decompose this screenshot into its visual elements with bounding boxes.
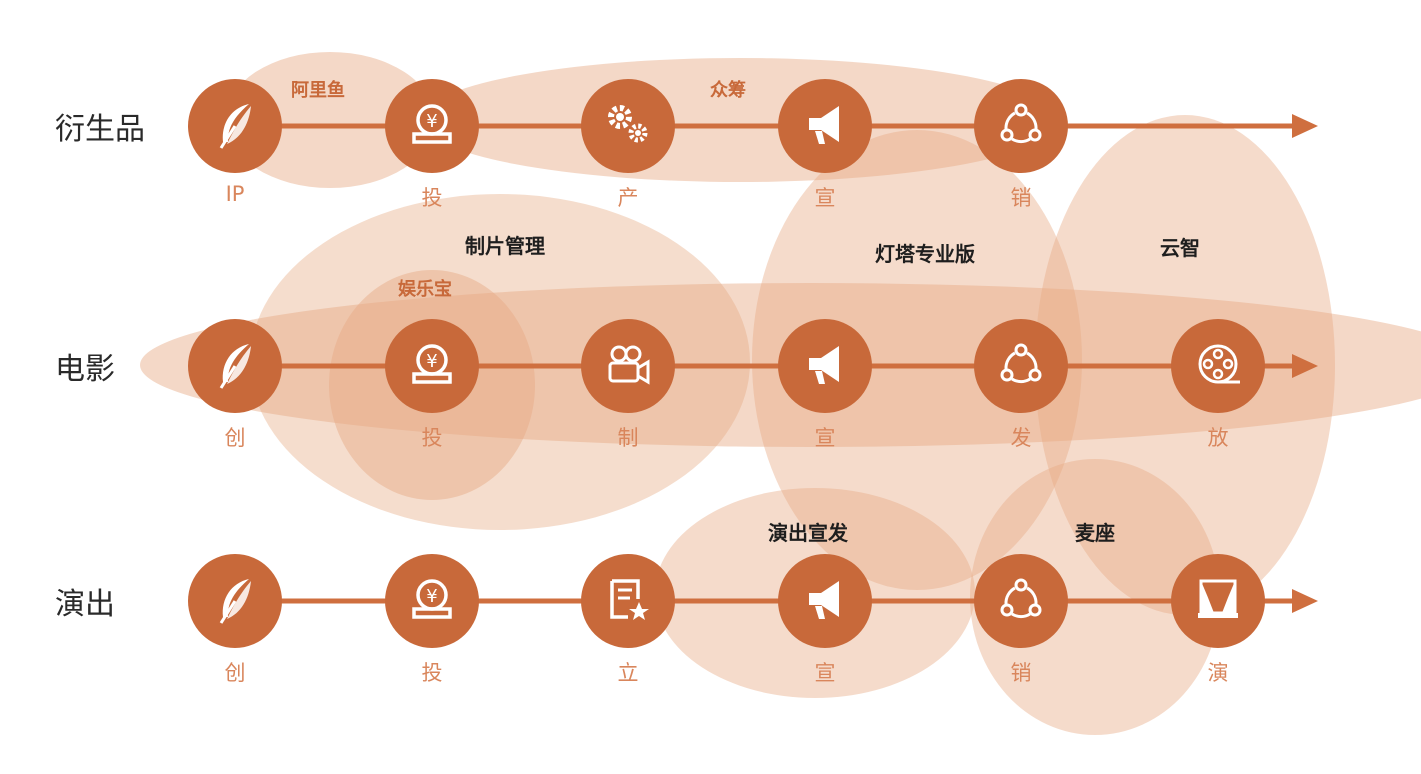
step-label: 立 bbox=[617, 661, 639, 685]
step-node bbox=[974, 79, 1068, 173]
step-node: ¥ bbox=[385, 319, 479, 413]
svg-text:¥: ¥ bbox=[426, 351, 437, 372]
group-label: 麦座 bbox=[1075, 521, 1115, 545]
step-label: 创 bbox=[224, 661, 246, 685]
step-label: 宣 bbox=[814, 661, 836, 685]
stage-curtain-icon bbox=[1192, 573, 1244, 629]
step-label: 产 bbox=[617, 186, 639, 210]
yen-coin-icon: ¥ bbox=[406, 98, 458, 154]
step-label: 制 bbox=[617, 426, 639, 450]
step-node bbox=[188, 319, 282, 413]
row-label: 演出 bbox=[55, 587, 115, 622]
step-label: 发 bbox=[1010, 426, 1032, 450]
group-label: 娱乐宝 bbox=[398, 279, 452, 300]
group-label: 灯塔专业版 bbox=[875, 242, 975, 266]
group-label: 阿里鱼 bbox=[291, 80, 345, 101]
svg-text:¥: ¥ bbox=[426, 111, 437, 132]
bubble-5 bbox=[420, 58, 1060, 182]
step-node bbox=[1171, 554, 1265, 648]
megaphone-icon bbox=[799, 338, 851, 394]
group-label: 制片管理 bbox=[465, 234, 545, 258]
step-label: 投 bbox=[421, 426, 443, 450]
yen-coin-icon: ¥ bbox=[406, 338, 458, 394]
step-node bbox=[974, 554, 1068, 648]
group-label: 众筹 bbox=[710, 80, 746, 101]
feather-icon bbox=[209, 338, 261, 394]
step-node bbox=[778, 319, 872, 413]
certificate-icon bbox=[602, 573, 654, 629]
step-node: ¥ bbox=[385, 554, 479, 648]
megaphone-icon bbox=[799, 573, 851, 629]
row-arrow-3 bbox=[1292, 589, 1318, 613]
step-node bbox=[1171, 319, 1265, 413]
share-network-icon bbox=[995, 338, 1047, 394]
megaphone-icon bbox=[799, 98, 851, 154]
row-arrow-2 bbox=[1292, 354, 1318, 378]
step-node bbox=[974, 319, 1068, 413]
yen-coin-icon: ¥ bbox=[406, 573, 458, 629]
step-label: IP bbox=[225, 182, 245, 206]
row-arrow-1 bbox=[1292, 114, 1318, 138]
feather-icon bbox=[209, 573, 261, 629]
step-node bbox=[581, 79, 675, 173]
group-label: 云智 bbox=[1160, 236, 1200, 260]
step-label: 创 bbox=[224, 426, 246, 450]
step-node bbox=[188, 79, 282, 173]
share-network-icon bbox=[995, 98, 1047, 154]
film-reel-icon bbox=[1192, 338, 1244, 394]
step-node: ¥ bbox=[385, 79, 479, 173]
group-label: 演出宣发 bbox=[768, 521, 848, 545]
svg-text:¥: ¥ bbox=[426, 586, 437, 607]
bubble-4 bbox=[225, 52, 435, 188]
step-label: 投 bbox=[421, 186, 443, 210]
bubble-9 bbox=[970, 459, 1220, 735]
row-label: 衍生品 bbox=[55, 112, 145, 147]
step-label: 投 bbox=[421, 661, 443, 685]
bubble-2 bbox=[250, 194, 750, 530]
feather-icon bbox=[209, 98, 261, 154]
step-node bbox=[778, 79, 872, 173]
step-label: 演 bbox=[1207, 661, 1229, 685]
step-label: 放 bbox=[1207, 426, 1229, 450]
row-label: 电影 bbox=[55, 352, 115, 387]
step-node bbox=[581, 554, 675, 648]
step-node bbox=[581, 319, 675, 413]
bubble-6 bbox=[752, 130, 1082, 590]
step-label: 宣 bbox=[814, 426, 836, 450]
gears-icon bbox=[602, 98, 654, 154]
step-node bbox=[778, 554, 872, 648]
step-label: 宣 bbox=[814, 186, 836, 210]
step-node bbox=[188, 554, 282, 648]
share-network-icon bbox=[995, 573, 1047, 629]
step-label: 销 bbox=[1010, 186, 1032, 210]
step-label: 销 bbox=[1010, 661, 1032, 685]
film-camera-icon bbox=[602, 338, 654, 394]
